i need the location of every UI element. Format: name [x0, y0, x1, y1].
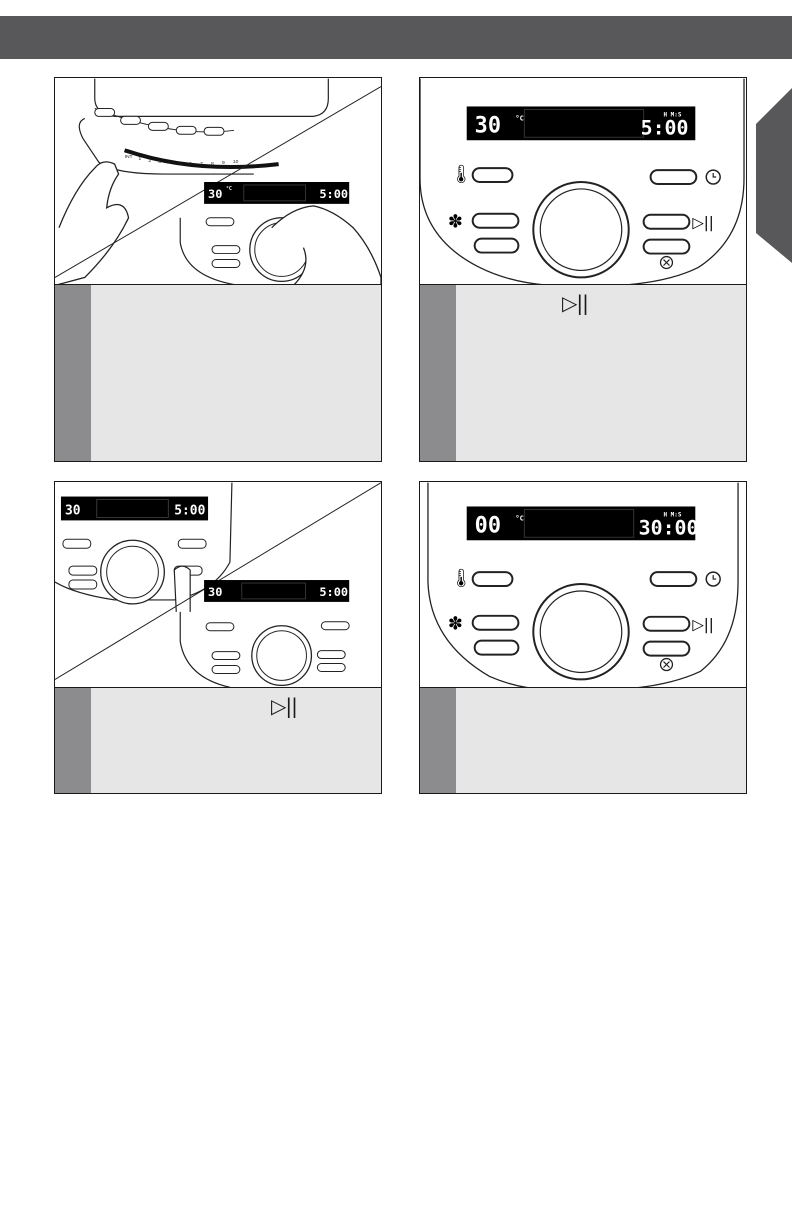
lcd-display [204, 182, 350, 204]
play-pause-icon: ▷|| [692, 616, 714, 634]
caption-number-stripe [55, 285, 91, 461]
start-pause-button[interactable] [642, 213, 691, 230]
lcd-display [466, 106, 696, 141]
fan-icon: ✽ [448, 614, 463, 635]
play-pause-icon: ▷|| [692, 214, 714, 232]
clock-icon [705, 571, 721, 587]
fan-button[interactable] [471, 212, 520, 229]
lcd-time-units: H M:S [664, 111, 682, 118]
play-pause-icon: ▷|| [562, 291, 589, 315]
speed-label: 3 [158, 159, 161, 165]
lcd-temp-unit: °C [515, 114, 523, 122]
step-3-caption: ▷|| [55, 687, 381, 793]
speed-label: 5 [178, 161, 181, 167]
step-1-illustration: INT 1 2 3 4 5 6 7 8 9 10 30 °C 5:00 [55, 78, 381, 286]
lcd-time: 5:00 [319, 187, 348, 201]
speed-label: 9 [222, 160, 225, 166]
timer-button[interactable] [649, 571, 698, 587]
step-1-caption [55, 284, 381, 461]
lcd-display [60, 496, 209, 521]
caption-number-stripe [55, 688, 91, 793]
speed-scale-labels: INT 1 2 3 4 5 6 7 8 9 10 [125, 154, 239, 167]
lcd-temp-unit: °C [515, 514, 523, 522]
cancel-button[interactable] [642, 640, 691, 657]
cancel-icon [659, 657, 674, 672]
lcd-temp-unit: °C [226, 186, 232, 192]
clock-icon [705, 169, 721, 185]
cancel-icon [659, 255, 674, 270]
speed-label: 6 [189, 161, 192, 167]
speed-label: INT [125, 154, 133, 160]
temp-button[interactable] [471, 571, 514, 587]
speed-label: 4 [168, 160, 171, 166]
speed-label: 10 [233, 159, 239, 165]
lcd-temp: 30 [208, 585, 222, 599]
lcd-time-units: H M:S [664, 511, 682, 518]
speed-buttons[interactable] [94, 107, 225, 136]
section-side-tab [756, 88, 792, 263]
speed-label: 1 [138, 156, 141, 162]
speed-label: 2 [148, 158, 151, 164]
start-pause-button[interactable] [642, 615, 691, 632]
header-bar [0, 16, 792, 59]
step-panel-4: 00 °C H M:S 30:00 🌡 ✽ ▷|| [419, 481, 747, 794]
step-4-caption [420, 687, 746, 793]
step-2-caption: ▷|| [420, 284, 746, 461]
lcd-temp: 30 [475, 113, 501, 138]
lcd-time: 5:00 [174, 503, 205, 518]
step-4-illustration: 00 °C H M:S 30:00 🌡 ✽ ▷|| [427, 482, 739, 690]
step-panel-3: 30 5:00 30 5:00 ▷|| [54, 481, 382, 794]
lcd-time: 5:00 [641, 116, 689, 139]
speed-label: 8 [211, 161, 214, 167]
step-panel-1: INT 1 2 3 4 5 6 7 8 9 10 30 °C 5:00 [54, 77, 382, 462]
thermometer-icon: 🌡 [450, 568, 473, 589]
fan-button[interactable] [471, 614, 520, 631]
lcd-display [204, 580, 350, 602]
caption-number-stripe [420, 688, 456, 793]
caption-number-stripe [420, 285, 456, 461]
lcd-temp: 00 [475, 513, 501, 538]
lcd-display [466, 506, 696, 541]
temp-button[interactable] [471, 167, 514, 183]
play-pause-icon: ▷|| [271, 694, 298, 718]
timer-button[interactable] [649, 169, 698, 185]
thermometer-icon: 🌡 [450, 164, 473, 185]
fan-icon: ✽ [448, 212, 463, 233]
step-panel-2: 30 °C H M:S 5:00 🌡 ✽ ▷|| ▷|| [419, 77, 747, 462]
lcd-temp: 30 [65, 503, 81, 518]
step-2-illustration: 30 °C H M:S 5:00 🌡 ✽ ▷|| [420, 78, 745, 286]
lcd-time: 30:00 [639, 516, 699, 539]
pulse-button[interactable] [473, 639, 520, 656]
lcd-time: 5:00 [319, 585, 348, 599]
cancel-button[interactable] [642, 238, 691, 255]
pulse-button[interactable] [473, 237, 520, 254]
speed-label: 7 [200, 161, 203, 167]
step-3-illustration: 30 5:00 30 5:00 [55, 482, 381, 688]
lcd-temp: 30 [208, 187, 222, 201]
